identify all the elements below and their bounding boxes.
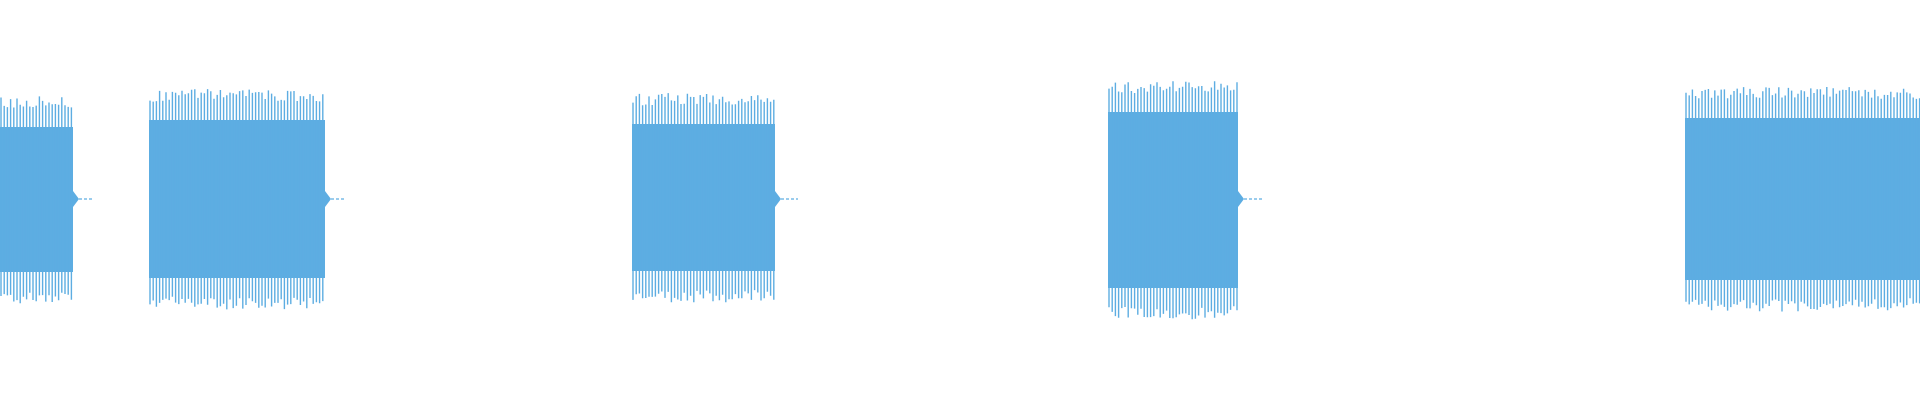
- waveform-decay: [775, 191, 781, 207]
- waveform-decay: [325, 191, 331, 207]
- waveform-peaks: [1108, 81, 1238, 320]
- audio-clip-4[interactable]: [1108, 81, 1262, 320]
- waveform-decay: [73, 191, 79, 207]
- audio-clip-1[interactable]: [0, 96, 93, 304]
- waveform-peaks: [632, 93, 775, 303]
- audio-clip-5[interactable]: [1685, 87, 1920, 312]
- waveform-decay: [1238, 191, 1244, 207]
- audio-clip-3[interactable]: [632, 93, 798, 303]
- audio-clip-2[interactable]: [149, 89, 345, 310]
- waveform-peaks: [1685, 87, 1920, 312]
- waveform-peaks: [0, 96, 73, 304]
- waveform-peaks: [149, 89, 324, 310]
